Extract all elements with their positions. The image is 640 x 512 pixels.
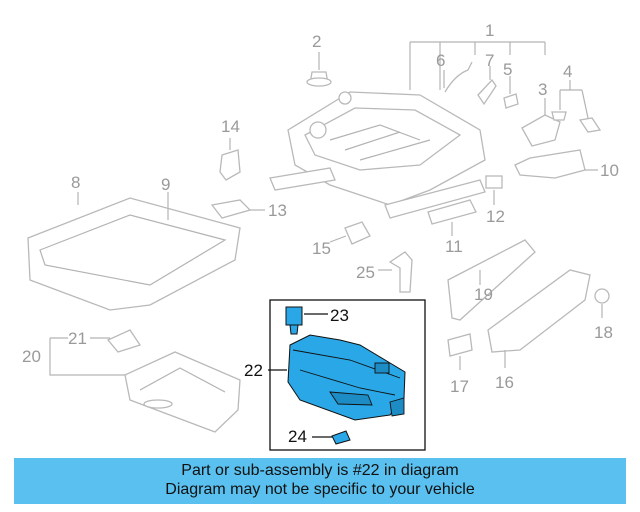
clip-part-13 [210, 199, 252, 219]
trim-part-11 [427, 199, 477, 225]
callout-20: 20 [22, 347, 41, 366]
clip-part-5 [503, 93, 519, 109]
cushion-part-8 [27, 197, 241, 311]
parts-diagram: 1 2 6 7 5 3 4 10 12 11 14 13 1 [22, 21, 619, 451]
callout-3: 3 [538, 80, 547, 99]
bolt-part-2 [306, 71, 332, 87]
pad-part-21 [106, 329, 142, 353]
callout-7: 7 [485, 51, 494, 70]
callout-8: 8 [71, 173, 80, 192]
highlighted-part-22 [287, 334, 406, 421]
callout-9: 9 [161, 175, 170, 194]
clip-part-17 [447, 333, 473, 357]
bracket-part-14 [219, 149, 241, 181]
bolt-part-4 [551, 111, 602, 133]
motor-part-3 [521, 114, 561, 147]
clip-part-24 [331, 430, 351, 445]
cable-part-6 [444, 61, 473, 93]
callout-12: 12 [486, 207, 505, 226]
seat-frame-part [269, 91, 486, 219]
callout-19: 19 [474, 285, 493, 304]
callout-13: 13 [268, 201, 287, 220]
callout-11: 11 [445, 237, 463, 256]
callout-24: 24 [288, 427, 307, 446]
callout-15: 15 [312, 239, 331, 258]
bolt-part-23 [285, 306, 303, 335]
bracket-part-25 [388, 251, 413, 293]
pad-part-12 [485, 175, 503, 189]
tray-part-20 [124, 351, 241, 433]
callout-6: 6 [436, 51, 445, 70]
callout-1: 1 [485, 21, 494, 40]
callout-23: 23 [330, 306, 349, 325]
callout-4: 4 [563, 62, 572, 81]
callout-25: 25 [356, 263, 375, 282]
callout-18: 18 [594, 323, 613, 342]
cover-part-7 [477, 78, 497, 106]
banner-line-1: Part or sub-assembly is #22 in diagram [181, 462, 459, 479]
bracket-part-15 [344, 221, 371, 245]
info-banner: Part or sub-assembly is #22 in diagram D… [14, 458, 626, 504]
callout-2: 2 [312, 32, 321, 51]
callout-21: 21 [68, 329, 87, 348]
callout-17: 17 [450, 377, 469, 396]
callout-14: 14 [221, 117, 240, 136]
banner-line-2: Diagram may not be specific to your vehi… [165, 481, 475, 498]
callout-10: 10 [600, 161, 619, 180]
callout-5: 5 [503, 60, 512, 79]
leader-1 [409, 41, 546, 90]
panel-part-19 [447, 239, 536, 321]
bracket-part-10 [514, 149, 586, 179]
callout-22: 22 [244, 361, 263, 380]
shield-part-16 [487, 269, 591, 353]
knob-part-18 [594, 288, 610, 304]
callout-16: 16 [495, 373, 514, 392]
